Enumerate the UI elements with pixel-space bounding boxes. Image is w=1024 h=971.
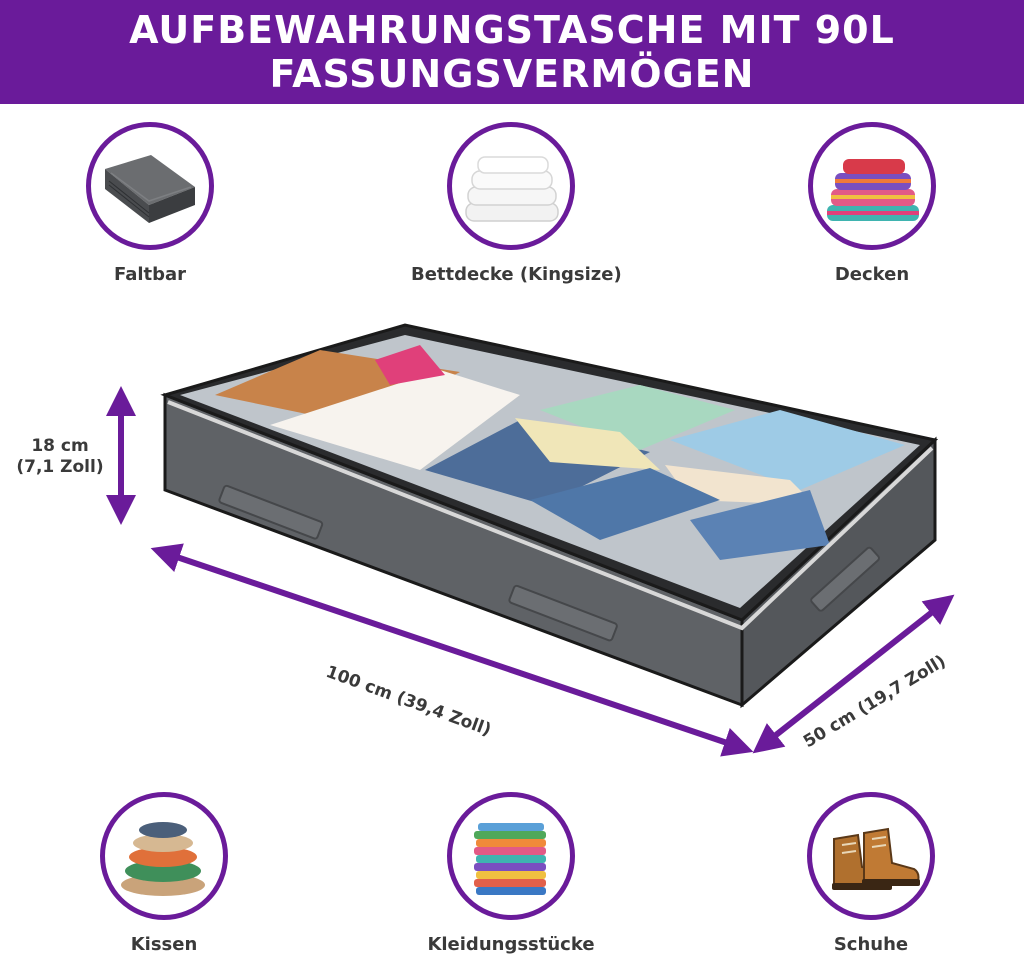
duvet-icon [465,156,559,222]
feature-foldable-circle [86,122,214,250]
boots-icon [832,827,920,890]
clothes-stack-icon [474,823,546,895]
folded-fabric-icon [105,155,195,223]
feature-duvet: Bettdecke (Kingsize) [411,122,622,285]
title-banner: AUFBEWAHRUNGSTASCHE MIT 90L FASSUNGSVERM… [0,0,1024,104]
feature-foldable-label: Faltbar [113,264,187,285]
feature-shoes-label: Schuhe [833,934,909,955]
feature-foldable: Faltbar [50,122,250,285]
feature-blankets: Decken [772,122,972,285]
feature-pillows-circle [100,792,228,920]
feature-clothes-label: Kleidungsstücke [427,934,595,955]
title-line-1: AUFBEWAHRUNGSTASCHE MIT 90L [129,8,895,52]
feature-clothes-circle [447,792,575,920]
feature-duvet-label: Bettdecke (Kingsize) [411,264,622,285]
feature-blankets-label: Decken [834,264,910,285]
height-value-inch: (7,1 Zoll) [16,457,104,477]
height-value: 18 cm [31,436,89,456]
feature-blankets-circle [808,122,936,250]
feature-shoes-circle [807,792,935,920]
pillows-icon [121,822,205,896]
feature-pillows-label: Kissen [130,934,198,955]
feature-duvet-circle [447,122,575,250]
width-arrow [752,594,955,754]
feature-pillows: Kissen [64,792,264,955]
feature-shoes: Schuhe [771,792,971,955]
storage-bag [160,323,939,709]
blankets-icon [827,159,919,221]
length-arrow [150,543,754,757]
height-label: 18 cm (7,1 Zoll) [10,436,110,478]
feature-clothes: Kleidungsstücke [411,792,611,955]
title-line-2: FASSUNGSVERMÖGEN [269,52,755,96]
